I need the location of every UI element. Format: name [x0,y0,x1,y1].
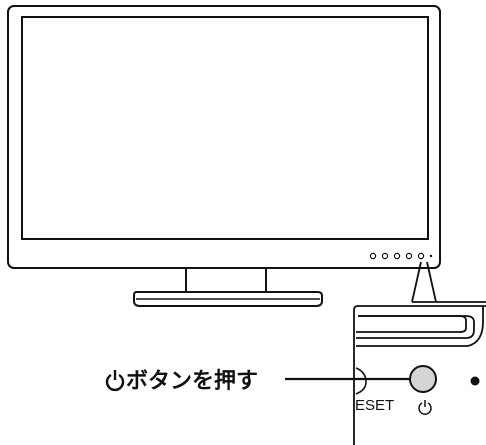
power-button[interactable] [409,365,437,393]
callout-label: ボタンを押す [126,369,259,394]
zoom-leader [411,261,422,303]
power-led [429,254,433,258]
bezel-button [393,252,401,260]
power-icon [418,400,432,415]
stand-neck [185,267,267,293]
bezel-buttons [369,252,425,260]
bezel-button [369,252,377,260]
zoom-panel [353,305,486,445]
monitor-screen [21,16,429,240]
bezel-button [417,252,425,260]
reset-label: ESET [355,397,395,414]
zoom-leader [426,261,437,303]
bezel-button [405,252,413,260]
bezel-button [381,252,389,260]
callout: ボタンを押す [104,364,294,400]
panel-led [470,376,480,386]
monitor-bezel [7,5,441,269]
power-icon [105,370,125,392]
partial-button [355,367,367,395]
